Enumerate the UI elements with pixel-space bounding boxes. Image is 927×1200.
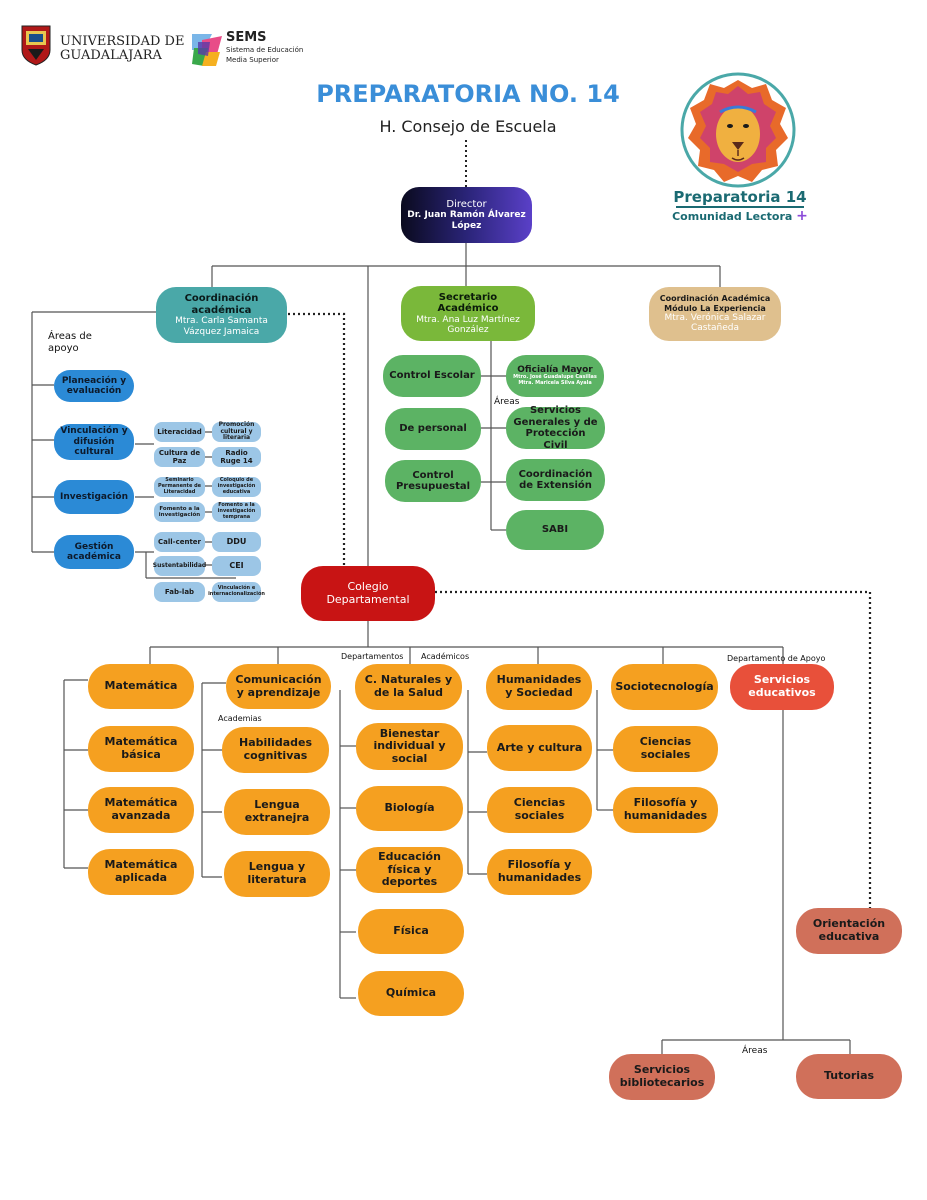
sub-sustentabilidad[interactable]: Sustentabilidad	[153, 556, 206, 576]
dept-sociotecnologia[interactable]: Sociotecnología	[611, 664, 718, 710]
lion-icon	[680, 72, 796, 188]
areas-servicios-label: Áreas	[742, 1046, 768, 1056]
coordinacion-academica-node[interactable]: Coordinación académica Mtra. Carla Saman…	[156, 287, 287, 343]
apoyo-vinculacion[interactable]: Vinculación y difusión cultural	[54, 424, 134, 460]
arte-cultura[interactable]: Arte y cultura	[487, 725, 592, 771]
quimica[interactable]: Química	[358, 971, 464, 1016]
orientacion-educativa[interactable]: Orientación educativa	[796, 908, 902, 954]
bienestar-individual[interactable]: Bienestar individual y social	[356, 723, 463, 770]
habilidades-cognitivas[interactable]: Habilidades cognitivas	[222, 727, 329, 773]
lion-badge	[680, 72, 796, 188]
dept-comunicacion[interactable]: Comunicación y aprendizaje	[226, 664, 331, 709]
dept-naturales[interactable]: C. Naturales y de la Salud	[355, 664, 462, 710]
sems-text: SEMS Sistema de Educación Media Superior	[226, 30, 304, 64]
plus-icon: +	[796, 208, 808, 224]
filosofia-humanidades-hum[interactable]: Filosofía y humanidades	[487, 849, 592, 895]
sub-promocion-cultural[interactable]: Promoción cultural y literaria	[212, 421, 261, 442]
control-escolar-node[interactable]: Control Escolar	[383, 355, 481, 397]
servicios-bibliotecarios[interactable]: Servicios bibliotecarios	[609, 1054, 715, 1100]
sub-seminario[interactable]: Seminario Permanente de Literacidad	[154, 477, 205, 497]
oficialia-mayor-node[interactable]: Oficialía Mayor Mtro. José Guadalupe Cas…	[506, 355, 604, 397]
fisica[interactable]: Física	[358, 909, 464, 954]
academicos-label: Académicos	[421, 652, 470, 661]
apoyo-investigacion[interactable]: Investigación	[54, 480, 134, 514]
page-subtitle: H. Consejo de Escuela	[379, 117, 557, 136]
badge-underline	[676, 206, 804, 208]
lengua-literatura[interactable]: Lengua y literatura	[224, 851, 330, 897]
secretario-academico-node[interactable]: Secretario Académico Mtra. Ana Luz Martí…	[401, 286, 535, 341]
academias-label: Academias	[218, 714, 262, 723]
apoyo-planeacion[interactable]: Planeación y evaluación	[54, 370, 134, 402]
dept-servicios-educativos[interactable]: Servicios educativos	[730, 664, 834, 710]
udg-logo	[20, 22, 52, 66]
sub-fomento[interactable]: Fomento a la investigación	[154, 502, 205, 522]
educacion-fisica[interactable]: Educación física y deportes	[356, 847, 463, 893]
tutorias[interactable]: Tutorias	[796, 1054, 902, 1099]
sub-literacidad[interactable]: Literacidad	[154, 422, 205, 442]
page-title: PREPARATORIA NO. 14	[316, 80, 620, 108]
ciencias-sociales-hum[interactable]: Ciencias sociales	[487, 787, 592, 833]
apoyo-gestion[interactable]: Gestión académica	[54, 535, 134, 569]
colegio-departamental-node[interactable]: Colegio Departamental	[301, 566, 435, 621]
sub-coloquio[interactable]: Coloquio de investigación educativa	[212, 477, 261, 497]
sub-radio-ruge[interactable]: Radio Ruge 14	[212, 447, 261, 467]
matematica-basica[interactable]: Matemática básica	[88, 726, 194, 772]
sems-logo	[190, 30, 224, 68]
coordinacion-extension-node[interactable]: Coordinación de Extensión	[506, 459, 605, 501]
matematica-aplicada[interactable]: Matemática aplicada	[88, 849, 194, 895]
departamentos-label: Departamentos	[341, 652, 404, 661]
director-node[interactable]: Director Dr. Juan Ramón Álvarez López	[401, 187, 532, 243]
ciencias-sociales-socio[interactable]: Ciencias sociales	[613, 726, 718, 772]
sub-fomento-temprana[interactable]: Fomento a la investigación temprana	[212, 502, 261, 522]
lengua-extranjera[interactable]: Lengua extranejra	[224, 789, 330, 835]
sabi-node[interactable]: SABI	[506, 510, 604, 550]
sub-call-center[interactable]: Call-center	[154, 532, 205, 552]
sub-cei[interactable]: CEI	[212, 556, 261, 576]
de-personal-node[interactable]: De personal	[385, 408, 481, 450]
matematica-avanzada[interactable]: Matemática avanzada	[88, 787, 194, 833]
badge-name: Preparatoria 14	[673, 188, 807, 206]
departamento-apoyo-label: Departamento de Apoyo	[727, 654, 826, 663]
servicios-generales-node[interactable]: Servicios Generales y de Protección Civi…	[506, 405, 605, 451]
dept-matematica[interactable]: Matemática	[88, 664, 194, 709]
biologia[interactable]: Biología	[356, 786, 463, 831]
sub-vinculacion-int[interactable]: Vinculación e internacionalización	[208, 582, 265, 602]
control-presupuestal-node[interactable]: Control Presupuestal	[385, 460, 481, 502]
sub-ddu[interactable]: DDU	[212, 532, 261, 552]
udg-name: UNIVERSIDAD DE GUADALAJARA	[60, 34, 185, 63]
coordinacion-modulo-node[interactable]: Coordinación Académica Módulo La Experie…	[649, 287, 781, 341]
sub-cultura-paz[interactable]: Cultura de Paz	[154, 447, 205, 467]
badge-tagline-row: Comunidad Lectora +	[672, 208, 808, 224]
dept-humanidades[interactable]: Humanidades y Sociedad	[486, 664, 592, 710]
areas-secretario-label: Áreas	[494, 397, 520, 407]
sub-fab-lab[interactable]: Fab-lab	[154, 582, 205, 602]
filosofia-humanidades-socio[interactable]: Filosofía y humanidades	[613, 787, 718, 833]
areas-apoyo-label: Áreas de apoyo	[48, 331, 92, 354]
